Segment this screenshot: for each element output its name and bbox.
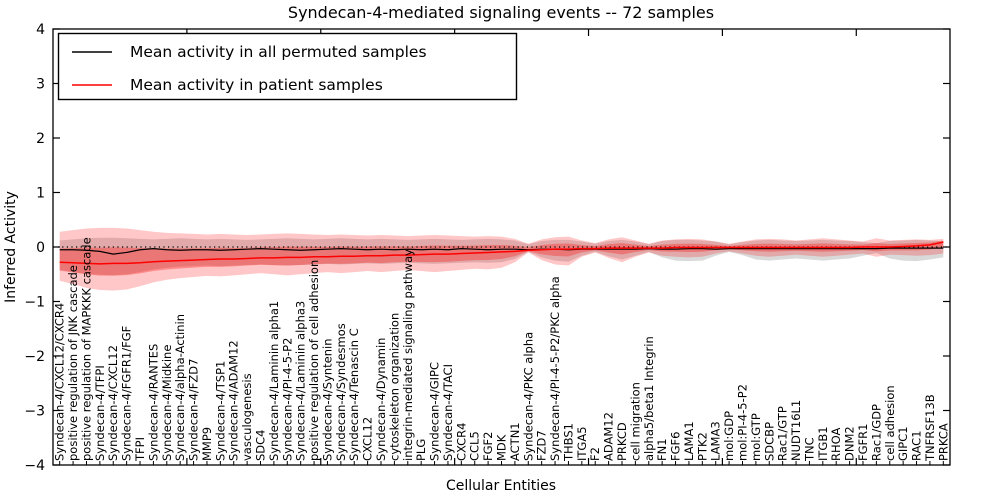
x-category-label: positive regulation of MAPKKK cascade bbox=[79, 237, 93, 461]
x-category-label: Syndecan-4/TSP1 bbox=[213, 361, 227, 461]
x-category-label: ADAM12 bbox=[602, 412, 616, 461]
x-category-label: CXCL12 bbox=[361, 417, 375, 461]
x-category-label: ACTN1 bbox=[508, 422, 522, 461]
y-tick-label: 3 bbox=[36, 77, 45, 93]
x-category-label: cytoskeleton organization bbox=[387, 313, 401, 461]
x-category-label: RAC1 bbox=[910, 430, 924, 461]
x-category-label: RHOA bbox=[829, 428, 843, 461]
x-category-label: vasculogenesis bbox=[240, 373, 254, 461]
x-category-label: F2 bbox=[588, 447, 602, 461]
x-category-label: FGF6 bbox=[669, 432, 683, 461]
x-category-label: Syndecan-4/PI-4-5-P2 bbox=[280, 338, 294, 461]
x-category-label: mol:PI-4-5-P2 bbox=[735, 384, 749, 461]
x-category-label: Syndecan-4/GIPC bbox=[428, 362, 442, 461]
x-category-label: Syndecan-4/CXCL12 bbox=[106, 345, 120, 461]
x-category-label: SDCBP bbox=[762, 422, 776, 461]
x-category-label: integrin-mediated signaling pathway bbox=[401, 249, 415, 461]
x-category-label: CXCR4 bbox=[454, 423, 468, 461]
confidence-band-patient-samples-range bbox=[59, 227, 944, 291]
x-category-label: TFPI bbox=[133, 437, 147, 462]
x-category-label: FGFR1 bbox=[856, 424, 870, 461]
x-category-label: Syndecan-4/CXCL12/CXCR4 bbox=[53, 303, 67, 461]
x-category-label: Syndecan-4/TACI bbox=[441, 364, 455, 461]
legend-label-patient: Mean activity in patient samples bbox=[130, 76, 383, 94]
x-category-label: positive regulation of JNK cascade bbox=[66, 265, 80, 461]
x-category-label: cell adhesion bbox=[883, 385, 897, 461]
legend-label-permuted: Mean activity in all permuted samples bbox=[130, 43, 427, 61]
x-category-label: DNM2 bbox=[843, 426, 857, 461]
x-category-label: PLG bbox=[414, 439, 428, 461]
x-category-label: Syndecan-4/Tenascin C bbox=[347, 328, 361, 461]
x-category-label: TNFRSF13B bbox=[923, 394, 937, 462]
legend-box bbox=[57, 32, 518, 101]
x-category-label: SDC4 bbox=[254, 429, 268, 461]
x-category-label: Syndecan-4/Syntenin bbox=[320, 338, 334, 461]
y-tick-label: 4 bbox=[36, 22, 45, 38]
x-category-label: NUDT16L1 bbox=[789, 400, 803, 461]
x-category-label: LAMA3 bbox=[709, 421, 723, 461]
x-category-label: FZD7 bbox=[535, 430, 549, 461]
y-tick-label: 1 bbox=[36, 186, 45, 202]
y-axis-label: Inferred Activity bbox=[3, 191, 19, 303]
x-category-label: THBS1 bbox=[561, 423, 575, 462]
x-category-label: Syndecan-4/PI-4-5-P2/PKC alpha bbox=[548, 276, 562, 461]
x-category-label: Rac1/GTP bbox=[776, 406, 790, 461]
x-category-label: Syndecan-4/Laminin alpha3 bbox=[294, 301, 308, 461]
x-category-label: ITGA5 bbox=[575, 426, 589, 461]
x-category-label: PTK2 bbox=[695, 432, 709, 461]
chart-title: Syndecan-4-mediated signaling events -- … bbox=[288, 3, 714, 22]
x-category-label: Syndecan-4/Dynamin bbox=[374, 338, 388, 461]
series-line-permuted bbox=[59, 247, 944, 255]
x-category-label: Rac1/GDP bbox=[869, 404, 883, 461]
y-tick-label: 0 bbox=[36, 240, 45, 256]
x-category-label: Syndecan-4/Midkine bbox=[160, 345, 174, 461]
x-category-label: Syndecan-4/FZD7 bbox=[187, 359, 201, 461]
x-category-label: Syndecan-4/TFPI bbox=[93, 365, 107, 461]
y-tick-label: −2 bbox=[24, 349, 45, 365]
x-category-label: Syndecan-4/RANTES bbox=[146, 344, 160, 461]
x-category-label: PRKCA bbox=[936, 423, 950, 461]
x-category-label: FGF2 bbox=[481, 432, 495, 461]
x-category-label: CCL5 bbox=[468, 431, 482, 461]
x-category-label: Syndecan-4/alpha-Actinin bbox=[173, 314, 187, 461]
x-category-label: Syndecan-4/ADAM12 bbox=[227, 340, 241, 461]
x-category-label: MMP9 bbox=[200, 427, 214, 461]
x-category-label: TNC bbox=[802, 437, 816, 462]
x-category-label: alpha5/beta1 Integrin bbox=[642, 336, 656, 461]
series-line-patient bbox=[59, 241, 944, 265]
x-category-label: positive regulation of cell adhesion bbox=[307, 260, 321, 461]
x-category-label: mol:GTP bbox=[749, 413, 763, 461]
y-tick-label: −3 bbox=[24, 404, 45, 420]
x-category-label: Syndecan-4/Laminin alpha1 bbox=[267, 301, 281, 461]
plot-frame bbox=[52, 28, 951, 466]
x-category-label: cell migration bbox=[628, 382, 642, 461]
x-category-label: GIPC1 bbox=[896, 426, 910, 461]
legend: Mean activity in all permuted samples Me… bbox=[57, 32, 518, 101]
y-tick-label: −1 bbox=[24, 295, 45, 311]
x-category-label: PRKCD bbox=[615, 422, 629, 461]
x-category-label: MDK bbox=[495, 434, 509, 461]
x-axis-label: Cellular Entities bbox=[446, 478, 556, 494]
y-tick-label: −4 bbox=[24, 458, 45, 474]
x-category-label: Syndecan-4/PKC alpha bbox=[521, 332, 535, 461]
x-category-label: LAMA1 bbox=[682, 421, 696, 461]
x-category-label: Syndecan-4/Syndesmos bbox=[334, 323, 348, 461]
x-category-label: Syndecan-4/FGFR1/FGF bbox=[120, 326, 134, 461]
x-category-label: FN1 bbox=[655, 438, 669, 461]
y-tick-label: 2 bbox=[36, 131, 45, 147]
x-category-label: mol:GDP bbox=[722, 411, 736, 461]
x-category-label: ITGB1 bbox=[816, 426, 830, 461]
